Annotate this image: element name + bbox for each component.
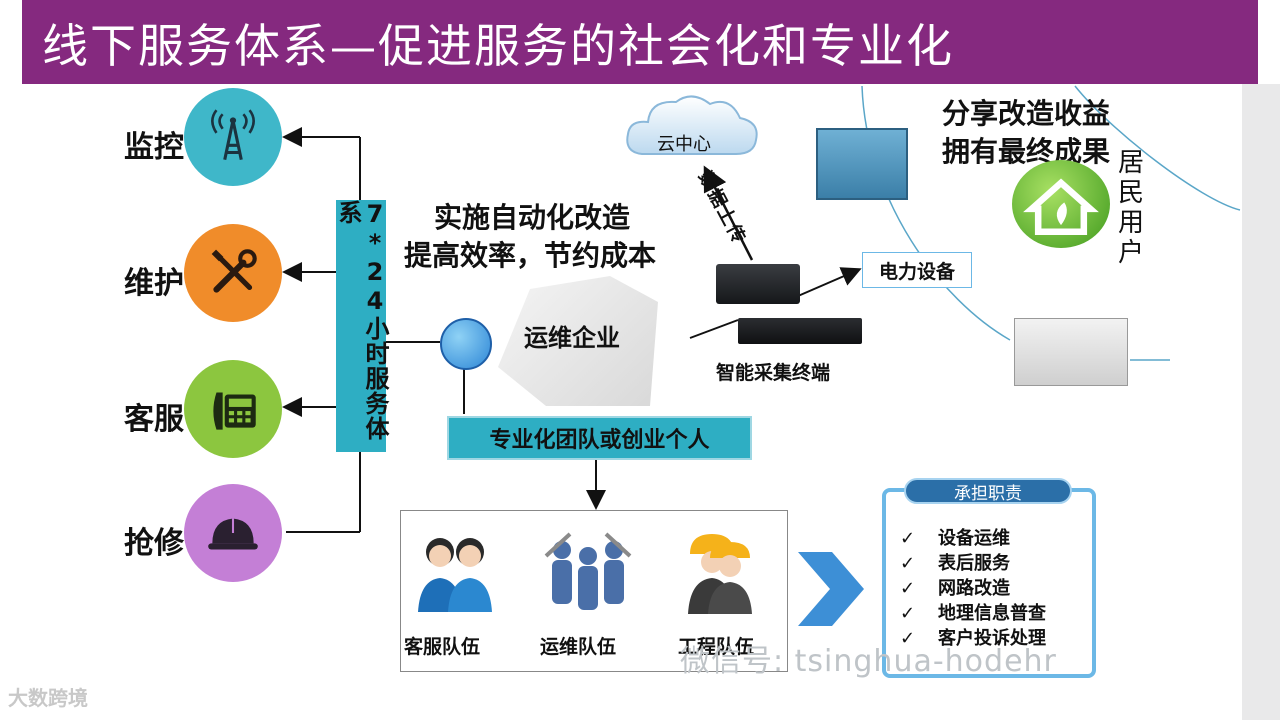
benefit-line-2: 拥有最终成果 <box>942 135 1111 168</box>
service-label-repair: 抢修 <box>124 526 184 561</box>
brand-logo: 大数跨境 <box>8 686 88 710</box>
team-box: 专业化团队或创业个人 <box>447 416 752 460</box>
wechat-watermark: 微信号: tsinghua-hodehr <box>680 644 1057 679</box>
monitor-circle <box>184 88 282 186</box>
team-label-customer: 客服队伍 <box>404 636 481 658</box>
tools-icon <box>211 249 257 293</box>
check-icon: ✓ <box>900 603 916 624</box>
responsibility-item: ✓网路改造 <box>900 578 1010 599</box>
home-eco-icon <box>1012 160 1110 248</box>
page-title: 线下服务体系—促进服务的社会化和专业化 <box>42 19 954 73</box>
antenna-tower-icon <box>211 109 255 161</box>
terminal-device-2 <box>738 318 862 344</box>
check-icon: ✓ <box>900 528 916 549</box>
customer-circle <box>184 360 282 458</box>
check-icon: ✓ <box>900 628 916 649</box>
slogan-line-1: 实施自动化改造 <box>434 201 631 234</box>
customer-team-icon <box>418 538 492 612</box>
team-label-engineering: 工程队伍 <box>678 636 755 658</box>
check-icon: ✓ <box>900 578 916 599</box>
ops-company-label: 运维企业 <box>524 324 620 352</box>
maintain-circle <box>184 224 282 322</box>
hard-hat-icon <box>208 518 258 550</box>
check-icon: ✓ <box>900 553 916 574</box>
title-bar: 线下服务体系—促进服务的社会化和专业化 <box>22 0 1258 84</box>
engineering-team-icon <box>688 534 752 614</box>
responsibility-panel <box>882 488 1096 678</box>
responsibility-item: ✓设备运维 <box>900 528 1010 549</box>
service-label-monitor: 监控 <box>124 130 184 165</box>
terminal-label: 智能采集终端 <box>716 362 831 384</box>
link-terminal <box>689 319 739 339</box>
terminal-device-1 <box>716 264 800 304</box>
team-label-ops: 运维队伍 <box>540 636 617 658</box>
responsibility-header: 承担职责 <box>904 478 1072 504</box>
arrow-upload <box>703 165 754 261</box>
switchgear-image <box>1014 318 1128 386</box>
right-margin-strip <box>1242 84 1280 720</box>
arrow-power <box>797 267 862 297</box>
service-system-text: 7*24小时服务体系 <box>334 200 389 441</box>
cloud-label: 云中心 <box>657 134 711 155</box>
responsibility-item: ✓表后服务 <box>900 553 1010 574</box>
responsibility-item: ✓客户投诉处理 <box>900 628 1046 649</box>
service-label-customer: 客服 <box>124 402 184 437</box>
service-label-maintain: 维护 <box>124 266 184 301</box>
telephone-icon <box>213 392 256 430</box>
resident-label: 居民用户 <box>1118 148 1145 268</box>
benefit-line-1: 分享改造收益 <box>942 97 1111 130</box>
ops-team-icon <box>544 532 632 610</box>
ops-company-node <box>440 318 492 370</box>
blue-curve-top <box>1074 85 1241 211</box>
cloud-icon <box>626 95 758 155</box>
service-system-box: 7*24小时服务体系 <box>334 200 389 452</box>
responsibility-item: ✓地理信息普查 <box>900 603 1046 624</box>
transformer-image <box>816 128 908 200</box>
slogan-line-2: 提高效率，节约成本 <box>404 239 657 272</box>
power-device-box: 电力设备 <box>862 252 972 288</box>
chevron-right-icon <box>798 552 864 626</box>
repair-circle <box>184 484 282 582</box>
